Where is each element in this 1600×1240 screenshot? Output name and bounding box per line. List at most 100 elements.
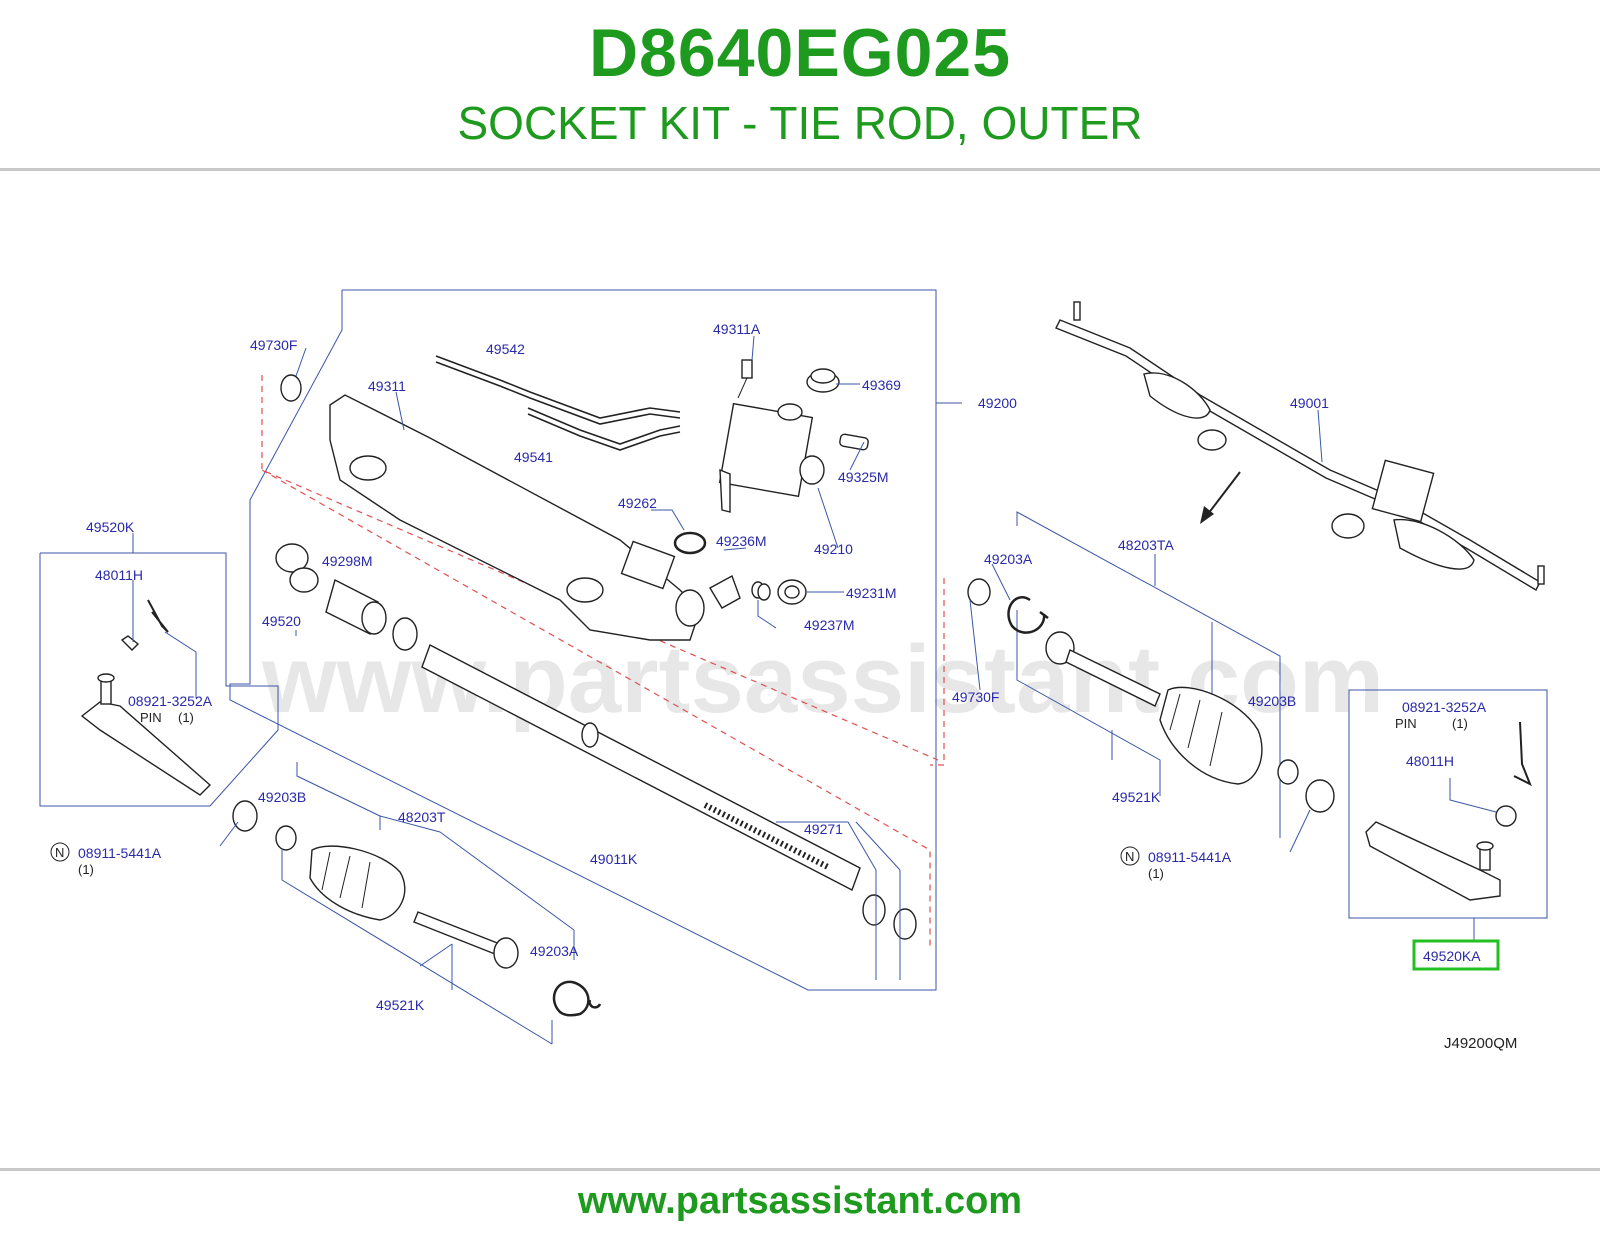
plug-49325M bbox=[839, 433, 869, 451]
nut-48011H-right bbox=[1495, 805, 1517, 827]
n-marker-right bbox=[1120, 846, 1140, 866]
highlight-box-49520KA[interactable] bbox=[1412, 939, 1500, 971]
boot-48203TA-right bbox=[1159, 686, 1263, 785]
label-08911-qty-b: (1) bbox=[1148, 866, 1164, 881]
clamp-49203B-right bbox=[1277, 759, 1299, 785]
leader-49325M bbox=[849, 441, 865, 471]
footer-url-link[interactable]: www.partsassistant.com bbox=[577, 1180, 1023, 1222]
leader-group-left-b bbox=[281, 850, 553, 1045]
nut-08911-left bbox=[232, 800, 258, 832]
label-08911-a: 08911-5441A bbox=[78, 845, 162, 861]
label-48011H-a: 48011H bbox=[95, 567, 143, 583]
label-49200: 49200 bbox=[978, 395, 1017, 411]
label-49520KA[interactable]: 49520KA bbox=[1423, 948, 1481, 964]
leader-49262 bbox=[651, 509, 685, 531]
label-08911-qty-a: (1) bbox=[78, 862, 94, 877]
seal-49730F-left bbox=[280, 374, 302, 402]
label-49231M: 49231M bbox=[846, 585, 897, 601]
cylinder-49520 bbox=[325, 578, 387, 636]
spring-49237M bbox=[751, 581, 771, 601]
leader-49271 bbox=[776, 821, 877, 980]
label-48203TA: 48203TA bbox=[1118, 537, 1174, 553]
seal-49730F-right bbox=[967, 578, 991, 606]
label-49541: 49541 bbox=[514, 449, 553, 465]
leader-08921-left bbox=[164, 631, 197, 698]
label-08911-b: 08911-5441A bbox=[1148, 849, 1232, 865]
assembly-frame-49200 bbox=[229, 289, 937, 991]
inner-tie-rod-49521K-right bbox=[1045, 631, 1161, 707]
leader-08911-left bbox=[219, 821, 239, 847]
label-49298M: 49298M bbox=[322, 553, 373, 569]
label-49210: 49210 bbox=[814, 541, 853, 557]
leader-48011H-right bbox=[1449, 778, 1497, 813]
pipe-49542 bbox=[435, 355, 681, 425]
leader-48203T bbox=[379, 815, 441, 833]
leader-49237M bbox=[757, 600, 777, 629]
label-49520K: 49520K bbox=[86, 519, 135, 535]
nut-08911-right bbox=[1305, 779, 1335, 813]
leader-49311 bbox=[395, 391, 405, 431]
seal-ring-49271-a bbox=[862, 894, 886, 926]
leader-group-left-a bbox=[296, 762, 381, 830]
leader-49210 bbox=[817, 487, 839, 549]
label-49521K-a: 49521K bbox=[1112, 789, 1161, 805]
leader-49311A bbox=[751, 335, 755, 361]
clamp-49203B-left bbox=[275, 825, 297, 851]
label-49203B-b: 49203B bbox=[258, 789, 306, 805]
o-ring-49203A-right bbox=[1007, 596, 1049, 634]
footer-divider bbox=[0, 1168, 1600, 1171]
part-number-title: D8640EG025 bbox=[588, 15, 1012, 91]
label-49520: 49520 bbox=[262, 613, 301, 629]
alignment-line-right bbox=[930, 578, 945, 766]
label-48203T: 48203T bbox=[398, 809, 446, 825]
box-49520K bbox=[39, 552, 279, 807]
leader-49271-b bbox=[855, 821, 901, 871]
leader-49730F-left bbox=[295, 347, 307, 377]
leader-48203T-b bbox=[439, 831, 575, 931]
steering-rack-assembly-49001 bbox=[1055, 301, 1545, 591]
tie-rod-end-right bbox=[1365, 821, 1501, 901]
label-49001: 49001 bbox=[1290, 395, 1329, 411]
bushing-49298M bbox=[275, 543, 319, 593]
nut-48011H-left bbox=[120, 635, 140, 651]
o-ring-49262 bbox=[673, 531, 707, 555]
cotter-pin-right bbox=[1513, 721, 1532, 787]
part-name-subtitle: SOCKET KIT - TIE ROD, OUTER bbox=[457, 97, 1143, 149]
gear-housing-49311 bbox=[329, 394, 705, 641]
leader-48203TA bbox=[1016, 511, 1281, 838]
header-divider bbox=[0, 168, 1600, 171]
label-n-a: N bbox=[55, 845, 64, 860]
label-pin-qty-a: (1) bbox=[178, 710, 194, 725]
tie-rod-end-left bbox=[80, 673, 212, 796]
pinion-valve-49210 bbox=[718, 402, 825, 513]
leader-49203A-right bbox=[991, 563, 1011, 601]
label-49262: 49262 bbox=[618, 495, 657, 511]
label-49236M: 49236M bbox=[716, 533, 767, 549]
alignment-line-rack bbox=[261, 469, 931, 950]
seal-ring-rack bbox=[392, 617, 418, 651]
leader-49521K-left bbox=[419, 943, 453, 967]
label-49730F-a: 49730F bbox=[250, 337, 297, 353]
boot-48203T-left bbox=[309, 845, 406, 921]
leader-49001 bbox=[1317, 409, 1323, 463]
label-49203A-b: 49203A bbox=[530, 943, 579, 959]
direction-arrow bbox=[1207, 471, 1241, 515]
label-49311A: 49311A bbox=[713, 321, 761, 337]
adjust-screw-49231M bbox=[777, 579, 807, 605]
label-49542: 49542 bbox=[486, 341, 525, 357]
label-pin-a: PIN bbox=[140, 710, 162, 725]
arrow-head bbox=[1200, 506, 1214, 524]
label-49011K: 49011K bbox=[590, 851, 638, 867]
label-pin-b: PIN bbox=[1395, 716, 1417, 731]
cotter-pin-left bbox=[147, 599, 169, 633]
rack-49011K bbox=[421, 644, 861, 891]
bolt-49311A bbox=[737, 359, 753, 399]
header: D8640EG025 SOCKET KIT - TIE ROD, OUTER bbox=[0, 0, 1600, 168]
leader-49521K-right bbox=[1016, 610, 1161, 796]
label-pin-qty-b: (1) bbox=[1452, 716, 1468, 731]
inner-tie-rod-49521K-left bbox=[413, 911, 519, 969]
label-49237M: 49237M bbox=[804, 617, 855, 633]
label-49730F-b: 49730F bbox=[952, 689, 999, 705]
cap-49369 bbox=[806, 368, 840, 393]
